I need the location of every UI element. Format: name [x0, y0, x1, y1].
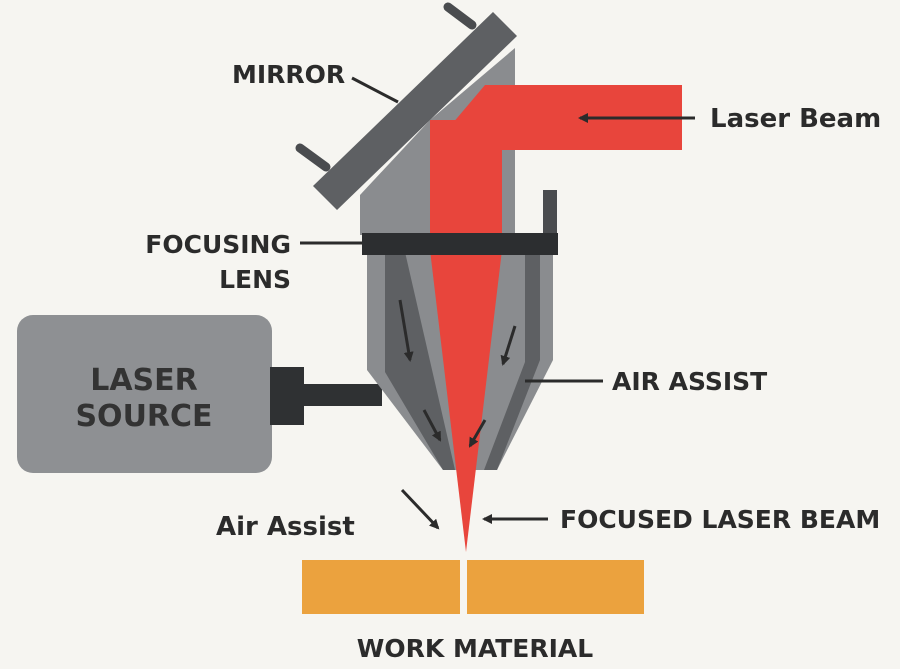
- work-material: [302, 560, 644, 614]
- work-material-right: [467, 560, 644, 614]
- air-assist-label: AIR ASSIST: [612, 367, 767, 396]
- air-assist-lower-label: Air Assist: [216, 512, 355, 542]
- laser-source-box: [17, 315, 272, 473]
- laser-beam-vertical: [430, 120, 502, 252]
- focusing-lens-label-line2: LENS: [219, 265, 291, 294]
- air-flow-arrow-right-lower: [468, 419, 487, 448]
- air-flow-arrow-right-upper: [500, 325, 517, 366]
- laser-source-port: [270, 367, 304, 425]
- focusing-lens-label-line1: FOCUSING: [145, 230, 291, 259]
- mirror: [295, 2, 517, 210]
- air-flow-arrow-left-lower: [422, 409, 442, 442]
- air-flow-arrows: [398, 299, 517, 448]
- mirror-label: MIRROR: [232, 60, 345, 89]
- focused-laser-beam-label: FOCUSED LASER BEAM: [560, 505, 880, 534]
- air-flow-arrow-left-upper: [398, 299, 414, 362]
- laser-beam: [430, 85, 682, 552]
- work-material-label: WORK MATERIAL: [357, 634, 593, 663]
- annotation-lines: [300, 76, 695, 530]
- focused-laser-beam-cone: [430, 250, 502, 552]
- laser-source-connector: [302, 384, 382, 406]
- laser-beam-label: Laser Beam: [710, 104, 881, 134]
- focusing-lens: [362, 233, 558, 255]
- mirror-plate: [313, 12, 517, 210]
- mirror-pin-top: [443, 2, 477, 30]
- work-material-left: [302, 560, 460, 614]
- laser-source: LASER SOURCE: [17, 315, 382, 473]
- air-assist-lower-arrow-icon: [400, 488, 440, 530]
- mirror-pin-bottom: [295, 143, 331, 172]
- nozzle-right-inner: [484, 252, 540, 470]
- housing-right-pin: [543, 190, 557, 238]
- laser-source-label-line1: LASER: [90, 363, 198, 398]
- labels: MIRROR Laser Beam FOCUSING LENS AIR ASSI…: [145, 60, 881, 663]
- laser-source-label-line2: SOURCE: [75, 399, 212, 434]
- mirror-leader: [351, 76, 399, 104]
